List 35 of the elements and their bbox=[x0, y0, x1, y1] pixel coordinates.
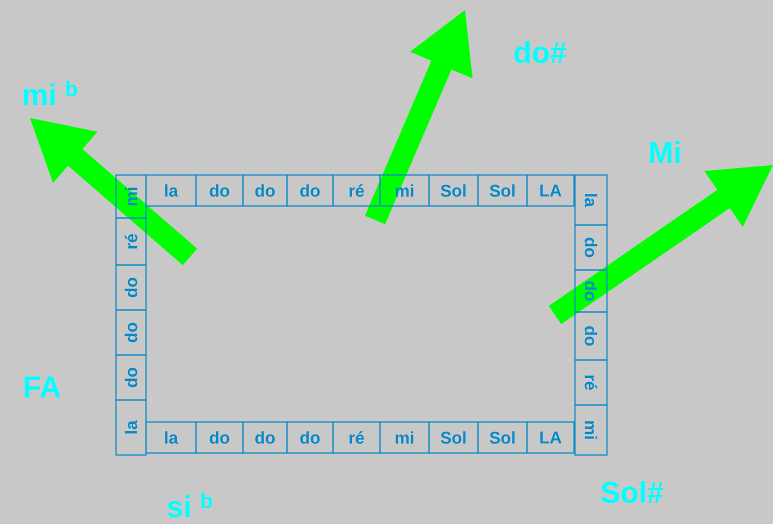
note-cell: la bbox=[115, 399, 147, 456]
note-cell: ré bbox=[332, 421, 381, 454]
note-cell: ré bbox=[574, 359, 608, 406]
note-cell: do bbox=[574, 269, 608, 313]
note-cell: do bbox=[574, 311, 608, 361]
note-cell: do bbox=[115, 309, 147, 356]
note-cell: do bbox=[242, 174, 288, 207]
note-cell: mi bbox=[379, 421, 430, 454]
note-cell: Sol bbox=[428, 174, 479, 207]
note-cell: Sol bbox=[428, 421, 479, 454]
note-label: si $^{b}$ bbox=[168, 492, 212, 518]
note-cell: Sol bbox=[477, 174, 528, 207]
note-label: FA bbox=[24, 376, 60, 398]
note-cell: do bbox=[195, 421, 244, 454]
note-cell: la bbox=[145, 421, 197, 454]
note-label: Sol# bbox=[601, 480, 664, 503]
note-cell: do bbox=[195, 174, 244, 207]
note-cell: do bbox=[574, 224, 608, 271]
note-label: mi $^{b}$ bbox=[24, 80, 77, 106]
note-cell: do bbox=[286, 421, 334, 454]
note-cell: la bbox=[145, 174, 197, 207]
note-cell: ré bbox=[332, 174, 381, 207]
note-cell: do bbox=[115, 354, 147, 401]
note-cell: do bbox=[286, 174, 334, 207]
note-label: do# bbox=[514, 40, 566, 64]
note-cell: do bbox=[115, 264, 147, 311]
note-label: Mi bbox=[650, 141, 680, 163]
note-cell: do bbox=[242, 421, 288, 454]
note-cell: Sol bbox=[477, 421, 528, 454]
note-cell: mi bbox=[574, 404, 608, 456]
note-cell: mi bbox=[115, 174, 147, 219]
note-cell: ré bbox=[115, 217, 147, 266]
note-cell: LA bbox=[526, 421, 575, 454]
note-cell: la bbox=[574, 174, 608, 226]
note-cell: LA bbox=[526, 174, 575, 207]
